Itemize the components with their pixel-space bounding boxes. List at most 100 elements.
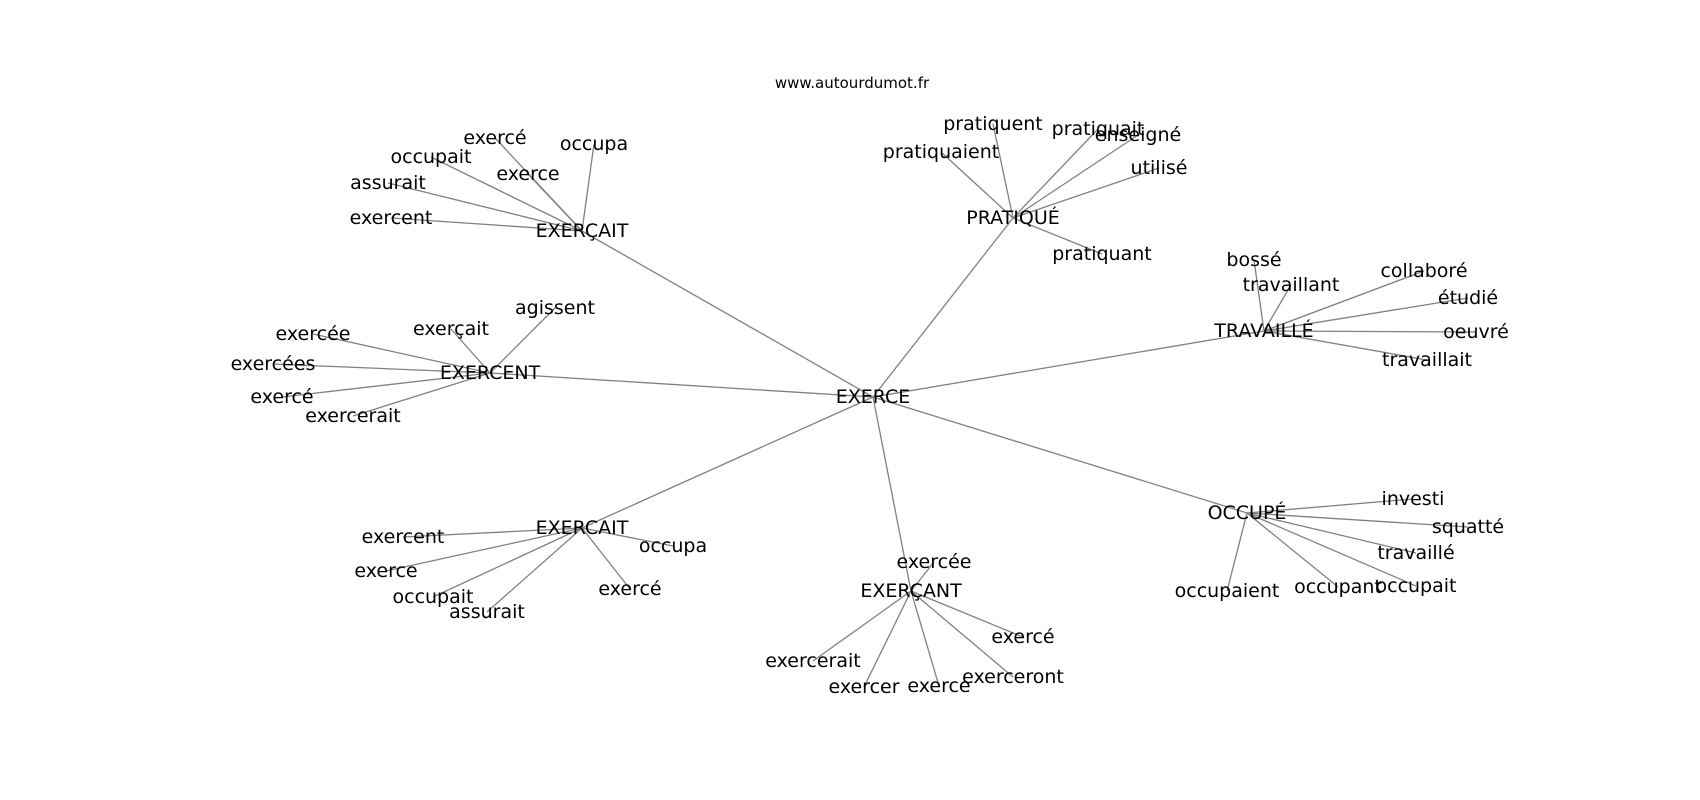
- leaf-word[interactable]: travaillé: [1377, 542, 1454, 564]
- edge-hub-to-word: [910, 590, 1014, 678]
- edge-hub-to-word: [1246, 512, 1417, 554]
- leaf-word[interactable]: occupait: [1376, 575, 1457, 597]
- leaf-word[interactable]: exercée: [897, 551, 972, 573]
- leaf-word[interactable]: exercées: [231, 353, 316, 375]
- leaf-word[interactable]: occupa: [560, 133, 628, 155]
- edge-hub-to-word: [581, 527, 631, 590]
- edge-hub-to-word: [1253, 259, 1265, 332]
- edge-hub-to-word: [1263, 297, 1469, 332]
- edge-hub-to-word: [992, 123, 1014, 219]
- edge-hub-to-word: [910, 590, 1024, 638]
- edge-hub-to-word: [450, 328, 491, 374]
- leaf-word[interactable]: occupant: [1294, 576, 1382, 598]
- leaf-word[interactable]: pratiquait: [1052, 118, 1145, 140]
- leaf-word[interactable]: investi: [1382, 488, 1445, 510]
- edge-hub-to-word: [432, 527, 583, 598]
- edge-hub-to-word: [940, 151, 1014, 219]
- leaf-word[interactable]: occupaient: [1175, 580, 1280, 602]
- leaf-word[interactable]: exerce: [496, 163, 559, 185]
- edge-hub-to-word: [385, 527, 583, 572]
- edge-hub-to-word: [1263, 270, 1425, 332]
- edge-center-to-hub: [872, 217, 1014, 398]
- edge-center-to-hub: [872, 330, 1265, 398]
- leaf-word[interactable]: exercé: [463, 127, 526, 149]
- edge-hub-to-word: [581, 143, 595, 232]
- edge-hub-to-word: [1226, 512, 1248, 592]
- leaf-word[interactable]: pratiquent: [943, 113, 1043, 135]
- hub-word[interactable]: EXERCENT: [440, 362, 541, 384]
- edges-layer: [272, 123, 1477, 688]
- edge-hub-to-word: [352, 372, 491, 417]
- leaf-word[interactable]: exerce: [354, 560, 417, 582]
- leaf-word[interactable]: occupait: [393, 586, 474, 608]
- edge-hub-to-word: [272, 363, 491, 374]
- edge-center-to-hub: [581, 230, 874, 398]
- leaf-word[interactable]: exerceront: [962, 666, 1064, 688]
- leaf-word[interactable]: collaboré: [1380, 260, 1467, 282]
- leaf-word[interactable]: travaillant: [1243, 274, 1340, 296]
- edge-center-to-hub: [872, 396, 912, 592]
- hub-word[interactable]: OCCUPÉ: [1208, 501, 1287, 524]
- edge-hub-to-word: [581, 527, 674, 547]
- source-label: www.autourdumot.fr: [775, 74, 930, 92]
- leaf-word[interactable]: exercerait: [305, 405, 400, 427]
- edge-hub-to-word: [1012, 217, 1103, 255]
- leaf-word[interactable]: exercé: [598, 578, 661, 600]
- edge-hub-to-word: [1263, 284, 1292, 332]
- edge-hub-to-word: [527, 173, 583, 232]
- leaf-word[interactable]: étudié: [1438, 287, 1498, 309]
- edge-hub-to-word: [489, 307, 556, 374]
- leaf-word[interactable]: agissent: [515, 297, 595, 319]
- edge-hub-to-word: [1246, 512, 1417, 587]
- leaf-word[interactable]: squatté: [1432, 516, 1504, 538]
- edge-hub-to-word: [910, 590, 940, 687]
- hub-word[interactable]: EXERCAIT: [536, 517, 629, 539]
- edge-center-to-hub: [581, 396, 874, 529]
- edge-hub-to-word: [402, 527, 583, 538]
- edge-hub-to-word: [1246, 512, 1469, 528]
- edge-hub-to-word: [1263, 330, 1477, 333]
- edge-center-to-hub: [872, 396, 1248, 514]
- leaf-word[interactable]: bossé: [1226, 249, 1281, 271]
- leaf-word[interactable]: travaillait: [1382, 349, 1472, 371]
- edge-hub-to-word: [812, 590, 912, 662]
- leaf-word[interactable]: assurait: [350, 172, 426, 194]
- edge-hub-to-word: [910, 561, 935, 592]
- edge-hub-to-word: [1012, 128, 1099, 219]
- edge-hub-to-word: [281, 372, 491, 398]
- leaf-word[interactable]: exercer: [828, 676, 899, 698]
- edge-hub-to-word: [1246, 512, 1339, 588]
- leaf-word[interactable]: occupa: [639, 535, 707, 557]
- edge-hub-to-word: [1012, 134, 1139, 219]
- leaf-word[interactable]: enseigné: [1095, 124, 1181, 146]
- hub-word[interactable]: EXERÇANT: [860, 580, 962, 602]
- leaf-word[interactable]: exercerait: [765, 650, 860, 672]
- leaf-word[interactable]: exercée: [276, 323, 351, 345]
- edge-hub-to-word: [430, 156, 583, 232]
- edge-hub-to-word: [486, 527, 583, 613]
- leaf-word[interactable]: exercé: [991, 626, 1054, 648]
- edge-hub-to-word: [387, 182, 583, 232]
- edge-hub-to-word: [1263, 330, 1428, 361]
- leaf-word[interactable]: exerce: [907, 675, 970, 697]
- hub-word[interactable]: PRATIQUÉ: [966, 206, 1060, 229]
- leaf-word[interactable]: exercent: [350, 207, 433, 229]
- edge-hub-to-word: [312, 333, 491, 374]
- leaf-word[interactable]: assurait: [449, 601, 525, 623]
- hub-word[interactable]: TRAVAILLÉ: [1213, 319, 1313, 342]
- center-word[interactable]: EXERCE: [836, 386, 911, 408]
- edge-hub-to-word: [1246, 498, 1414, 514]
- leaf-word[interactable]: pratiquaient: [883, 141, 999, 163]
- leaf-word[interactable]: pratiquant: [1052, 243, 1151, 265]
- leaf-word[interactable]: oeuvré: [1443, 321, 1509, 343]
- leaf-word[interactable]: exercent: [362, 526, 445, 548]
- edge-hub-to-word: [1012, 167, 1160, 219]
- leaf-word[interactable]: exerçait: [413, 318, 489, 340]
- leaf-word[interactable]: occupait: [391, 146, 472, 168]
- hub-word[interactable]: EXERÇAIT: [536, 220, 629, 242]
- leaf-word[interactable]: utilisé: [1131, 157, 1188, 179]
- edge-hub-to-word: [863, 590, 912, 688]
- leaf-word[interactable]: exercé: [250, 386, 313, 408]
